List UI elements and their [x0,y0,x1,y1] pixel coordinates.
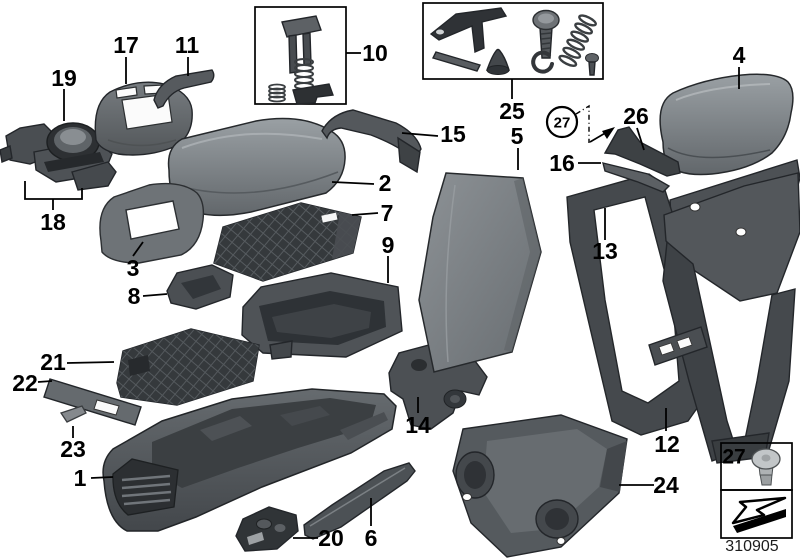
callout-25[interactable]: 25 [499,98,525,124]
callout-circle-icon [545,105,579,139]
callout-16[interactable]: 16 [549,150,575,176]
coil-spring-icon [558,14,597,67]
part-19-controller-knob [0,122,117,191]
callout-24[interactable]: 24 [653,472,679,498]
callout-21[interactable]: 21 [40,349,66,375]
small-spring-icon [268,83,286,103]
part-10-lock-kit [254,6,347,105]
part-7-net-grid [213,202,362,282]
callout-8[interactable]: 8 [128,283,141,309]
callout-5[interactable]: 5 [511,123,524,149]
part-11-trim-strip [153,69,215,109]
part-22-trim-plate [43,378,142,426]
legend-arrow-box [720,489,793,539]
leader-line-15 [401,132,439,137]
callout-10[interactable]: 10 [362,40,388,66]
leader-line-3 [132,241,144,257]
part-5-lid-panel [418,172,542,373]
leader-line-2 [331,181,375,185]
callout-22[interactable]: 22 [12,370,38,396]
legend-screw-ref: 27 [722,446,745,469]
part-12-rear-frame [648,172,800,464]
part-9-storage-box [241,272,403,360]
leader-line-8 [142,293,168,297]
callout-15[interactable]: 15 [440,121,466,147]
callout-23[interactable]: 23 [60,436,86,462]
part-15-handle-strip [321,109,422,174]
leader-line-21 [66,361,115,364]
callout-26[interactable]: 26 [623,103,649,129]
direction-arrow-icon [731,496,787,533]
leader-line-22 [37,380,53,383]
part-25-mounting-kit [422,2,604,80]
part-1-console-body [102,388,397,532]
callout-1[interactable]: 1 [74,465,87,491]
callout-12[interactable]: 12 [654,431,680,457]
callout-20[interactable]: 20 [318,525,344,551]
callout-9[interactable]: 9 [382,232,395,258]
legend: 27 [720,442,793,539]
callout-6[interactable]: 6 [365,525,378,551]
part-16-trim-sliver [602,162,671,193]
part-20-switch-block [235,506,299,552]
callout-7[interactable]: 7 [381,200,394,226]
callout-27-circle[interactable]: 27 [545,105,579,139]
part-8-small-tray [166,264,234,310]
callout-labels: 17 11 19 10 25 4 26 15 5 16 2 7 9 13 3 8… [12,32,745,551]
callout-13[interactable]: 13 [592,238,618,264]
diagram-part-number: 310905 [725,538,778,555]
leader-line-26 [636,127,645,151]
part-6-trim-strip [303,462,416,540]
leader-line-1 [90,476,114,479]
part-23-clip [59,405,87,423]
leader-dash-27 [575,104,590,143]
leader-line-7 [351,212,379,216]
leader-lines [24,52,740,539]
ref-box-25 [422,2,604,80]
callout-18[interactable]: 18 [40,209,66,235]
part-26-hinge-arm [603,126,681,177]
callout-11[interactable]: 11 [175,32,200,58]
part-4-armrest-pad [659,73,794,176]
leader-bracket-18 [24,181,83,210]
c-clip-icon [531,50,554,74]
part-2-armrest-lid [167,117,346,217]
part-21-mat-module [116,328,260,406]
part-3-lid-frame [99,182,205,264]
callout-14[interactable]: 14 [405,412,431,438]
callout-3[interactable]: 3 [127,255,140,281]
oval-head-screw-icon [751,448,781,486]
callout-17[interactable]: 17 [113,32,139,58]
leader-arrowhead-27 [602,127,615,139]
callout-19[interactable]: 19 [51,65,77,91]
callout-27[interactable]: 27 [554,115,571,132]
part-24-mounting-bracket [452,414,628,558]
callout-2[interactable]: 2 [379,170,392,196]
callout-4[interactable]: 4 [733,42,746,68]
